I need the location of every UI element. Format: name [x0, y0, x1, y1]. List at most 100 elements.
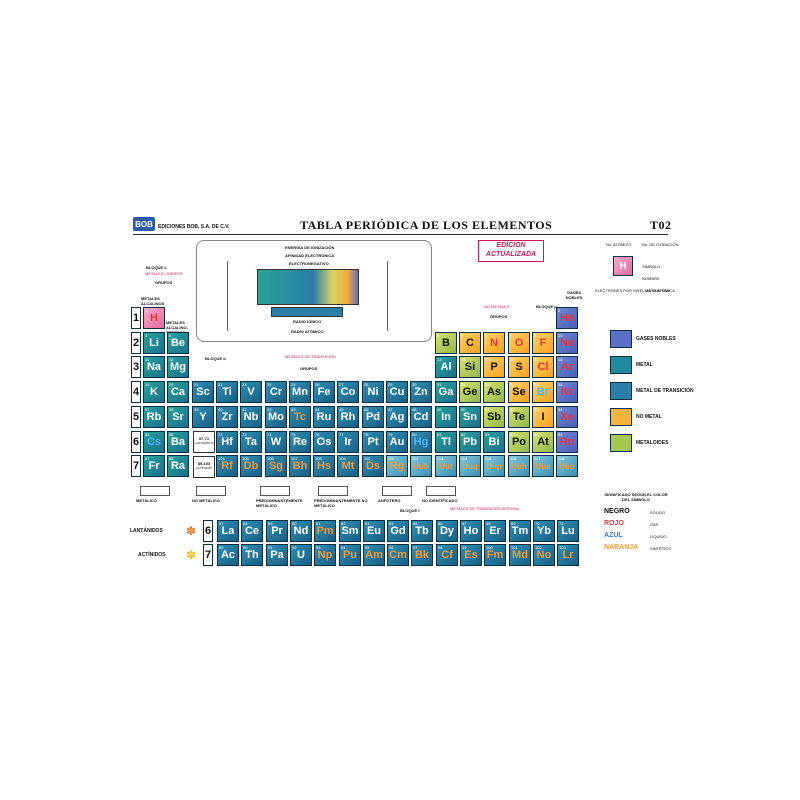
element-cell-pb[interactable]: 82Pb — [459, 431, 481, 453]
element-cell-ge[interactable]: 32Ge — [459, 381, 481, 403]
element-cell-uut[interactable]: 113Uut — [435, 455, 457, 477]
element-cell-lu[interactable]: 71Lu — [557, 520, 579, 542]
element-cell-se[interactable]: 34Se — [508, 381, 530, 403]
element-cell-cf[interactable]: 98Cf — [436, 544, 458, 566]
element-cell-f[interactable]: 9F — [532, 332, 554, 354]
element-cell-i[interactable]: 53I — [532, 406, 554, 428]
element-cell-hg[interactable]: 80Hg — [410, 431, 432, 453]
element-cell-ho[interactable]: 67Ho — [460, 520, 482, 542]
element-cell-fm[interactable]: 100Fm — [484, 544, 506, 566]
element-cell-nb[interactable]: 41Nb — [240, 406, 262, 428]
element-cell-rb[interactable]: 37Rb — [143, 406, 165, 428]
element-cell-sm[interactable]: 62Sm — [339, 520, 361, 542]
element-cell-ag[interactable]: 47Ag — [386, 406, 408, 428]
element-cell-si[interactable]: 14Si — [459, 356, 481, 378]
element-cell-gd[interactable]: 64Gd — [387, 520, 409, 542]
element-cell-sg[interactable]: 106Sg — [265, 455, 287, 477]
element-cell-bi[interactable]: 83Bi — [483, 431, 505, 453]
element-cell-ni[interactable]: 28Ni — [362, 381, 384, 403]
element-cell-ca[interactable]: 20Ca — [167, 381, 189, 403]
element-cell-li[interactable]: 3Li — [143, 332, 165, 354]
element-cell-nd[interactable]: 60Nd — [290, 520, 312, 542]
element-cell-zr[interactable]: 40Zr — [216, 406, 238, 428]
element-cell-mg[interactable]: 12Mg — [167, 356, 189, 378]
element-cell-ba[interactable]: 56Ba — [167, 431, 189, 453]
element-cell-ir[interactable]: 77Ir — [337, 431, 359, 453]
element-cell-h[interactable]: 1H — [143, 307, 165, 329]
element-cell-uuq[interactable]: 114Uuq — [459, 455, 481, 477]
element-cell-th[interactable]: 90Th — [241, 544, 263, 566]
element-cell-er[interactable]: 68Er — [484, 520, 506, 542]
element-cell-uub[interactable]: 112Uub — [410, 455, 432, 477]
element-cell-fe[interactable]: 26Fe — [313, 381, 335, 403]
element-cell-w[interactable]: 74W — [265, 431, 287, 453]
element-cell-rn[interactable]: 86Rn — [556, 431, 578, 453]
element-cell-mt[interactable]: 109Mt — [337, 455, 359, 477]
element-cell-ru[interactable]: 44Ru — [313, 406, 335, 428]
element-cell-cr[interactable]: 24Cr — [265, 381, 287, 403]
element-cell-db[interactable]: 105Db — [240, 455, 262, 477]
element-cell-yb[interactable]: 70Yb — [533, 520, 555, 542]
element-cell-tl[interactable]: 81Tl — [435, 431, 457, 453]
element-cell-md[interactable]: 101Md — [509, 544, 531, 566]
element-cell-be[interactable]: 4Be — [167, 332, 189, 354]
element-cell-na[interactable]: 11Na — [143, 356, 165, 378]
element-cell-he[interactable]: 2He — [556, 307, 578, 329]
element-cell-c[interactable]: 6C — [459, 332, 481, 354]
element-cell-cu[interactable]: 29Cu — [386, 381, 408, 403]
element-cell-rh[interactable]: 45Rh — [337, 406, 359, 428]
element-cell-sc[interactable]: 21Sc — [192, 381, 214, 403]
element-cell-o[interactable]: 8O — [508, 332, 530, 354]
element-cell-uuo[interactable]: 118Uuo — [556, 455, 578, 477]
element-cell-np[interactable]: 93Np — [314, 544, 336, 566]
element-cell-sn[interactable]: 50Sn — [459, 406, 481, 428]
element-cell-as[interactable]: 33As — [483, 381, 505, 403]
element-cell-cm[interactable]: 96Cm — [387, 544, 409, 566]
element-cell-y[interactable]: 39Y — [192, 406, 214, 428]
element-cell-pu[interactable]: 94Pu — [339, 544, 361, 566]
element-cell-ds[interactable]: 110Ds — [362, 455, 384, 477]
element-cell-la[interactable]: 57La — [217, 520, 239, 542]
element-cell-tb[interactable]: 65Tb — [411, 520, 433, 542]
element-cell-rf[interactable]: 104Rf — [216, 455, 238, 477]
element-cell-ne[interactable]: 10Ne — [556, 332, 578, 354]
element-cell-po[interactable]: 84Po — [508, 431, 530, 453]
element-cell-ac[interactable]: 89Ac — [217, 544, 239, 566]
element-cell-co[interactable]: 27Co — [337, 381, 359, 403]
element-cell-s[interactable]: 16S — [508, 356, 530, 378]
element-cell-ti[interactable]: 22Ti — [216, 381, 238, 403]
element-cell-at[interactable]: 85At — [532, 431, 554, 453]
element-cell-tm[interactable]: 69Tm — [509, 520, 531, 542]
element-cell-sr[interactable]: 38Sr — [167, 406, 189, 428]
element-cell-zn[interactable]: 30Zn — [410, 381, 432, 403]
element-cell-uuh[interactable]: 116Uuh — [508, 455, 530, 477]
element-cell-sb[interactable]: 51Sb — [483, 406, 505, 428]
element-cell-cl[interactable]: 17Cl — [532, 356, 554, 378]
element-cell-dy[interactable]: 66Dy — [436, 520, 458, 542]
element-cell-eu[interactable]: 63Eu — [363, 520, 385, 542]
element-cell-ar[interactable]: 18Ar — [556, 356, 578, 378]
element-cell-n[interactable]: 7N — [483, 332, 505, 354]
element-cell-ta[interactable]: 73Ta — [240, 431, 262, 453]
element-cell-lr[interactable]: 103Lr — [557, 544, 579, 566]
element-cell-uup[interactable]: 115Uup — [483, 455, 505, 477]
element-cell-cs[interactable]: 55Cs — [143, 431, 165, 453]
element-cell-u[interactable]: 92U — [290, 544, 312, 566]
element-cell-re[interactable]: 75Re — [289, 431, 311, 453]
element-cell-os[interactable]: 76Os — [313, 431, 335, 453]
element-cell-tc[interactable]: 43Tc — [289, 406, 311, 428]
element-cell-cd[interactable]: 48Cd — [410, 406, 432, 428]
element-cell-am[interactable]: 95Am — [363, 544, 385, 566]
element-cell-ga[interactable]: 31Ga — [435, 381, 457, 403]
element-cell-in[interactable]: 49In — [435, 406, 457, 428]
element-cell-no[interactable]: 102No — [533, 544, 555, 566]
element-cell-ra[interactable]: 88Ra — [167, 455, 189, 477]
element-cell-b[interactable]: 5B — [435, 332, 457, 354]
element-cell-uus[interactable]: 117Uus — [532, 455, 554, 477]
element-cell-p[interactable]: 15P — [483, 356, 505, 378]
element-cell-hs[interactable]: 108Hs — [313, 455, 335, 477]
element-cell-pd[interactable]: 46Pd — [362, 406, 384, 428]
element-cell-mo[interactable]: 42Mo — [265, 406, 287, 428]
element-cell-al[interactable]: 13Al — [435, 356, 457, 378]
element-cell-pt[interactable]: 78Pt — [362, 431, 384, 453]
